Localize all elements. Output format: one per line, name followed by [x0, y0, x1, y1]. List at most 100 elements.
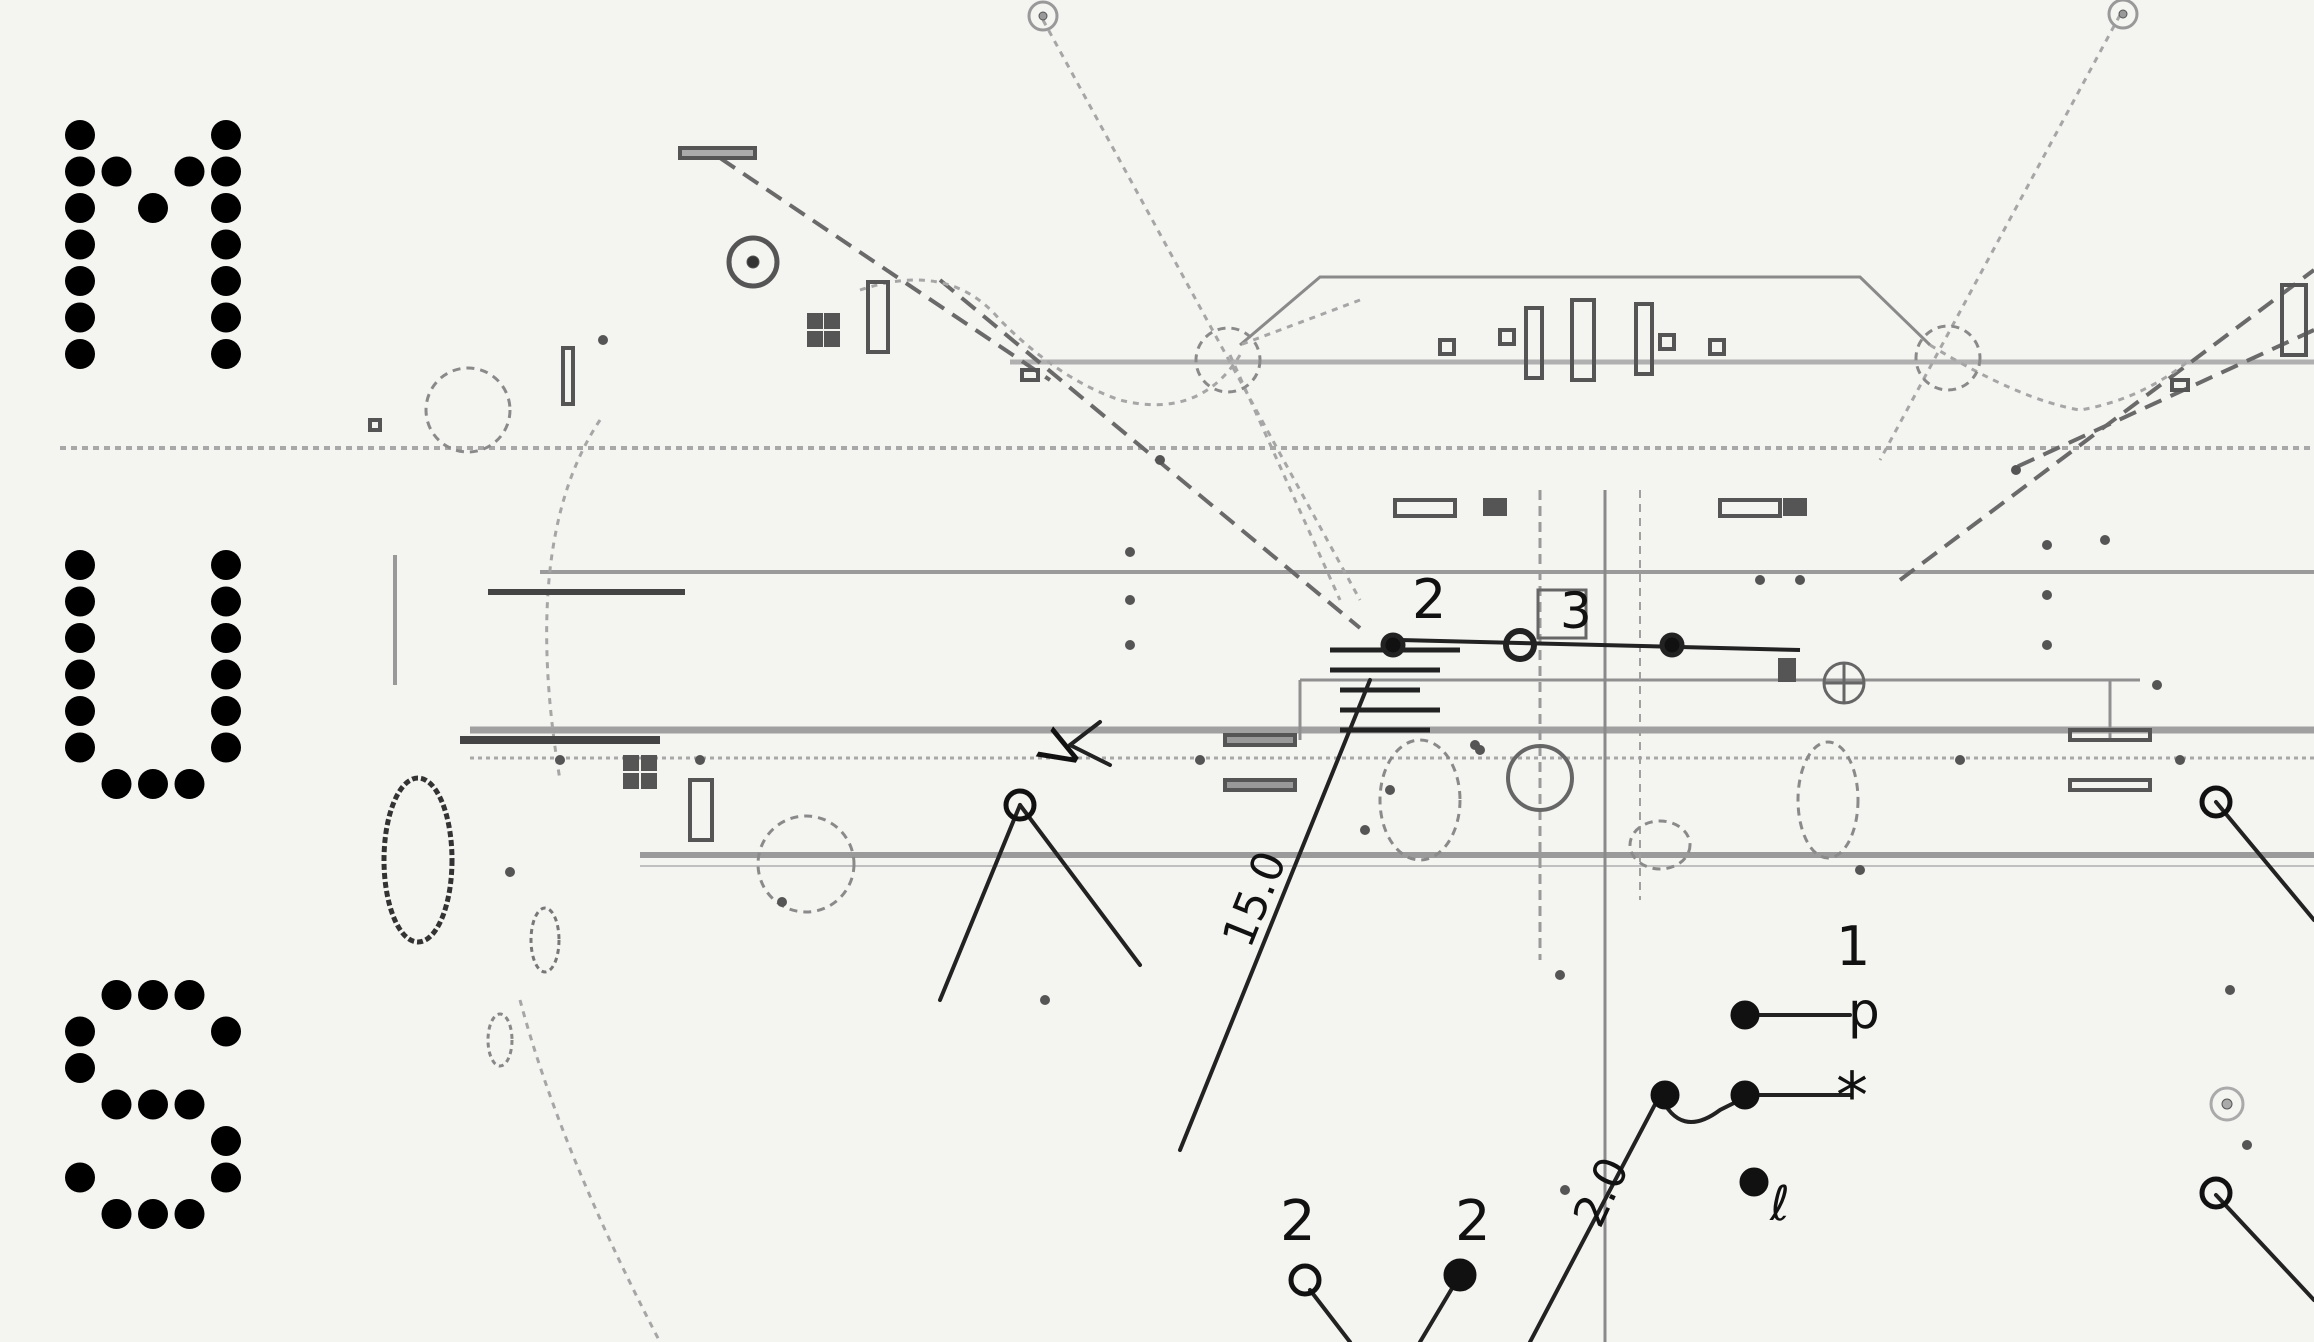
title-letter-m: [65, 120, 241, 369]
title-dot: [65, 229, 95, 260]
scatter-dot: [1385, 785, 1395, 795]
component-symbols: [368, 146, 2308, 842]
title-dot: [101, 980, 132, 1010]
title-letter-s: [65, 980, 241, 1229]
scattered-dots: [505, 335, 2252, 1195]
label-20: 2.0: [1564, 1150, 1640, 1235]
scatter-dot: [1560, 1185, 1570, 1195]
scatter-dot: [777, 897, 787, 907]
title-dot: [211, 156, 241, 187]
title-dot: [65, 659, 95, 690]
title-dot: [211, 586, 241, 617]
title-dot: [138, 1089, 168, 1120]
scatter-dot: [1795, 575, 1805, 585]
label-star: *: [1836, 1060, 1868, 1134]
title-dot: [65, 120, 95, 150]
scatter-dot: [1955, 755, 1965, 765]
title-dot: [65, 302, 95, 333]
title-dot: [65, 732, 95, 763]
title-dot: [211, 266, 241, 296]
scatter-dot: [2042, 640, 2052, 650]
label-p: p: [1848, 982, 1880, 1040]
title-dot: [65, 623, 95, 653]
scatter-dot: [1555, 970, 1565, 980]
label-15: 15.0: [1213, 844, 1297, 954]
label-2-top: 2: [1412, 568, 1446, 631]
title-dot: [65, 266, 95, 296]
title-dot: [65, 1053, 95, 1083]
title-dot: [65, 193, 95, 223]
title-dot: [211, 623, 241, 653]
faint-diagonals: [518, 14, 2191, 1342]
title-dot: [211, 696, 241, 726]
title-dot: [174, 980, 205, 1010]
title-dot: [101, 1199, 132, 1229]
scatter-dot: [2042, 590, 2052, 600]
target-circles: [726, 0, 2245, 1122]
title-dot: [211, 550, 241, 580]
title-dot: [211, 1126, 241, 1156]
title-dot: [174, 1199, 205, 1229]
title-dot: [211, 229, 241, 260]
scatter-dot: [1040, 995, 1050, 1005]
label-2-bottom-b: 2: [1455, 1189, 1491, 1254]
left-bars: [393, 555, 685, 744]
title-dot: [65, 1016, 95, 1047]
label-1: 1: [1836, 915, 1870, 978]
scatter-dot: [1755, 575, 1765, 585]
title-dot: [65, 156, 95, 187]
title-dot: [174, 769, 205, 799]
scatter-dot: [1855, 865, 1865, 875]
title-dot: [211, 732, 241, 763]
title-dot: [65, 696, 95, 726]
scatter-dot: [695, 755, 705, 765]
scatter-dot: [2152, 680, 2162, 690]
handwritten-annotations: 2 3 15.0 1 p * 2.0 2 2 ℓ V: [1028, 568, 1880, 1254]
title-dot: [211, 659, 241, 690]
title-dot: [138, 193, 168, 223]
label-3: 3: [1560, 582, 1592, 640]
title-dot: [138, 980, 168, 1010]
title-dot: [211, 339, 241, 369]
ellipses: [381, 744, 1574, 1068]
scatter-dot: [505, 867, 515, 877]
title-dot: [65, 586, 95, 617]
dashed-circles: [424, 324, 1982, 914]
top-bracket: [1239, 275, 1932, 347]
title-dot: [211, 120, 241, 150]
note-heads: [1003, 785, 2233, 1297]
title-dot: [211, 1162, 241, 1193]
title-dot: [138, 769, 168, 799]
title-letter-u: [65, 550, 241, 799]
pen-strokes: [938, 678, 2314, 1342]
title-dot: [174, 1089, 205, 1120]
scatter-dot: [1195, 755, 1205, 765]
title-dot: [211, 302, 241, 333]
scatter-dot: [555, 755, 565, 765]
scatter-dot: [2242, 1140, 2252, 1150]
label-2-bottom-a: 2: [1280, 1189, 1316, 1254]
title-dot: [65, 1162, 95, 1193]
title-dot: [138, 1199, 168, 1229]
scatter-dot: [1475, 745, 1485, 755]
scatter-dot: [2011, 465, 2021, 475]
title-dot: [65, 339, 95, 369]
title-dot: [174, 156, 205, 187]
central-staff: [1330, 588, 1801, 733]
title-dot: [101, 769, 132, 799]
scatter-dot: [2100, 535, 2110, 545]
title-dot: [101, 156, 132, 187]
scatter-dot: [1125, 640, 1135, 650]
title-dot: [211, 193, 241, 223]
title-dot: [211, 1016, 241, 1047]
dotted-title: [65, 120, 241, 1229]
scatter-dot: [2225, 985, 2235, 995]
scatter-dot: [598, 335, 608, 345]
scatter-dot: [1155, 455, 1165, 465]
scatter-dot: [2042, 540, 2052, 550]
title-dot: [65, 550, 95, 580]
guide-lines: [60, 359, 2314, 1342]
scatter-dot: [2175, 755, 2185, 765]
